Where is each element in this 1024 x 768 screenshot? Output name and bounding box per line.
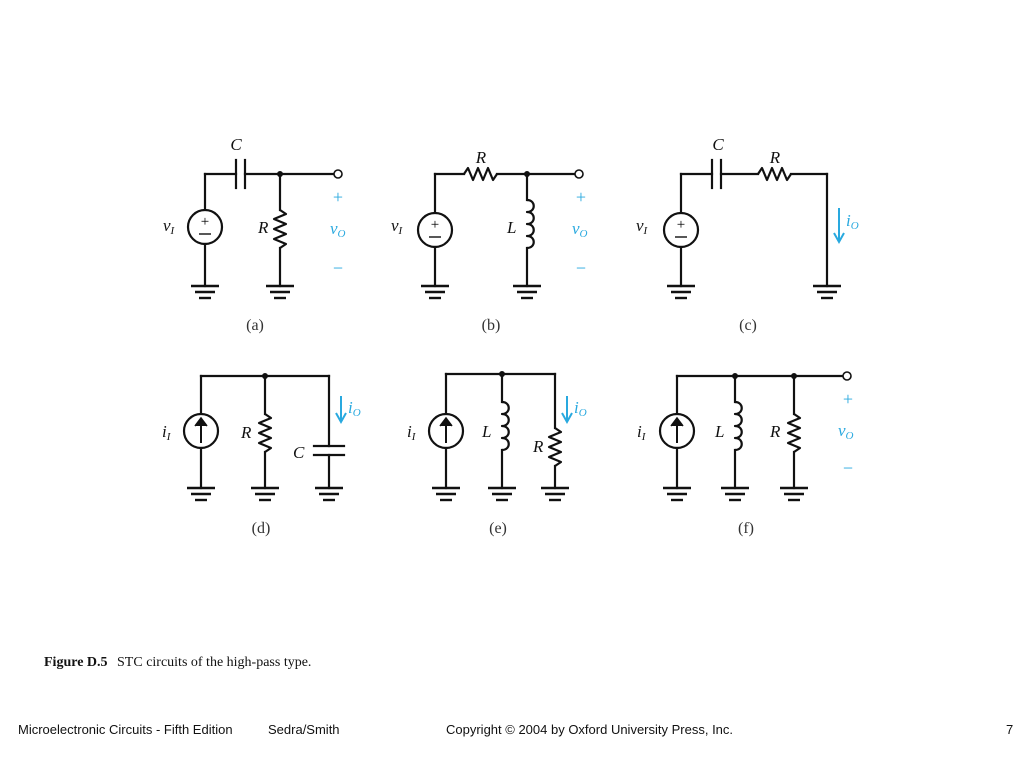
resistor-r [272, 209, 288, 249]
label-r: R [769, 422, 781, 441]
minus-sign: − [576, 258, 586, 278]
label-ii: iI [407, 422, 417, 443]
resistor-r [757, 166, 792, 182]
minus-sign: − [843, 458, 853, 478]
footer-authors: Sedra/Smith [268, 722, 340, 737]
ground-icon [811, 284, 843, 300]
panel-label-a: (a) [246, 317, 264, 334]
label-c: C [230, 135, 242, 154]
label-c: C [712, 135, 724, 154]
label-r: R [240, 423, 252, 442]
figure-number: Figure D.5 [44, 655, 108, 670]
label-r: R [769, 148, 781, 167]
ground-icon [430, 486, 462, 502]
label-vo: vO [330, 219, 346, 240]
label-vi: vI [163, 216, 176, 237]
resistor-r [786, 413, 802, 453]
label-l: L [481, 422, 491, 441]
label-vi: vI [636, 216, 649, 237]
ground-icon [511, 284, 543, 300]
label-vo: vO [572, 219, 588, 240]
circuit-b: + R L vI + vO − (b) [391, 148, 588, 334]
label-vo: vO [838, 421, 854, 442]
label-l: L [506, 218, 516, 237]
label-l: L [714, 422, 724, 441]
circuit-d: R C iI iO (d) [162, 373, 361, 537]
plus-sign: + [843, 389, 853, 409]
label-r: R [532, 437, 544, 456]
stc-high-pass-figure: + C R vI + vO − (a) + R L vI + vO − (b) [162, 135, 859, 537]
output-terminal [842, 371, 852, 381]
panel-label-d: (d) [252, 520, 271, 537]
ground-icon [539, 486, 571, 502]
ground-icon [778, 486, 810, 502]
output-terminal [333, 169, 343, 179]
ground-icon [661, 486, 693, 502]
circuit-f: L R iI + vO − (f) [637, 371, 854, 537]
label-io: iO [348, 398, 361, 419]
inductor-l [500, 400, 510, 452]
panel-label-e: (e) [489, 520, 507, 537]
footer-page-number: 7 [1006, 722, 1014, 737]
circuit-e: L R iI iO (e) [407, 371, 587, 537]
label-io: iO [846, 211, 859, 232]
inductor-l [733, 400, 743, 452]
ground-icon [189, 284, 221, 300]
ground-icon [249, 486, 281, 502]
svg-text:+: + [201, 214, 209, 230]
ground-icon [719, 486, 751, 502]
ground-icon [313, 486, 345, 502]
label-r: R [257, 218, 269, 237]
panel-label-f: (f) [738, 520, 754, 537]
plus-sign: + [333, 187, 343, 207]
label-r: R [475, 148, 487, 167]
ground-icon [185, 486, 217, 502]
circuit-a: + C R vI + vO − (a) [163, 135, 346, 334]
label-vi: vI [391, 216, 404, 237]
ground-icon [264, 284, 296, 300]
figure-caption: Figure D.5 STC circuits of the high-pass… [44, 655, 311, 671]
svg-text:+: + [677, 217, 685, 233]
label-ii: iI [637, 422, 647, 443]
label-ii: iI [162, 422, 172, 443]
label-io: iO [574, 398, 587, 419]
caption-text: STC circuits of the high-pass type. [117, 655, 312, 670]
panel-label-c: (c) [739, 317, 757, 334]
ground-icon [486, 486, 518, 502]
ground-icon [665, 284, 697, 300]
svg-text:+: + [431, 217, 439, 233]
inductor-l [525, 198, 535, 250]
slide-footer: Microelectronic Circuits - Fifth Edition… [0, 722, 1024, 742]
minus-sign: − [333, 258, 343, 278]
circuit-c: + C R vI iO (c) [636, 135, 859, 334]
plus-sign: + [576, 187, 586, 207]
ground-icon [419, 284, 451, 300]
resistor-r [257, 413, 273, 453]
footer-copyright: Copyright © 2004 by Oxford University Pr… [446, 722, 734, 737]
resistor-r [463, 166, 498, 182]
label-c: C [293, 443, 305, 462]
output-terminal [574, 169, 584, 179]
panel-label-b: (b) [482, 317, 501, 334]
footer-book-title: Microelectronic Circuits - Fifth Edition [18, 722, 233, 737]
resistor-r [547, 427, 563, 467]
